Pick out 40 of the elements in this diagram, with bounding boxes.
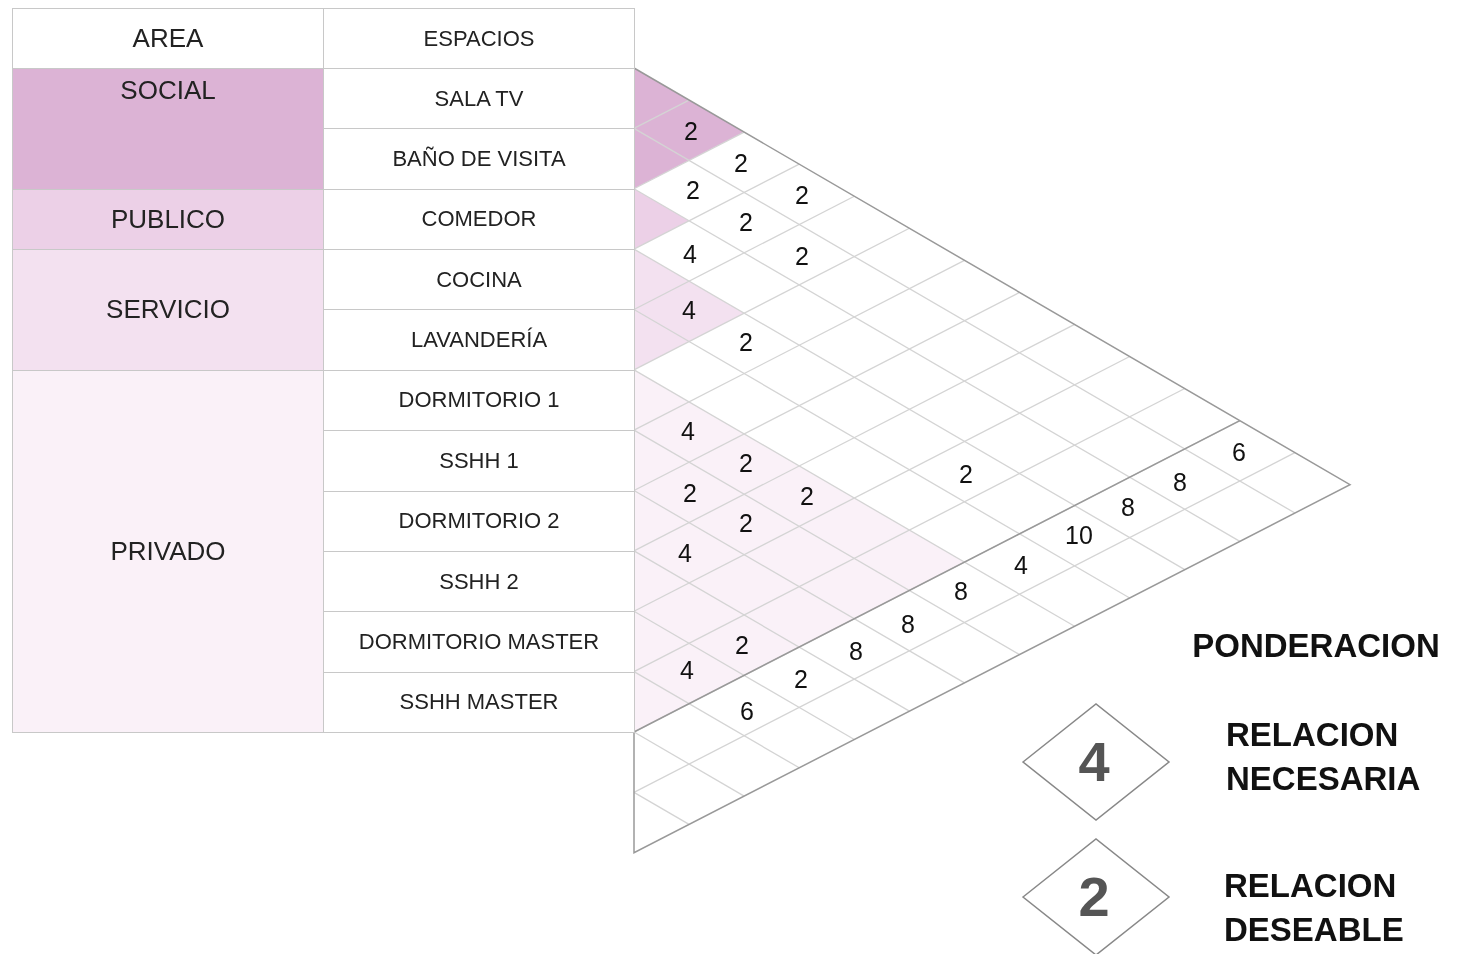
weight-value: 2 [794,666,808,692]
area-label: SOCIAL [12,68,324,190]
area-label: PUBLICO [12,188,324,251]
legend-text: RELACION DESEABLE [1224,866,1405,950]
space-label: SSHH MASTER [323,671,635,733]
legend-heading: PONDERACION [1192,628,1440,662]
weight-value: 2 [795,243,809,269]
weight-value: 2 [800,483,814,509]
weight-value: 2 [739,510,753,536]
weight-value: 2 [735,632,749,658]
weight-value: 4 [683,241,697,267]
column-header: AREA [12,8,324,69]
weight-value: 6 [740,698,754,724]
weight-value: 4 [1014,552,1028,578]
area-label: SERVICIO [12,249,324,371]
weight-value: 2 [686,177,700,203]
weight-value: 2 [734,150,748,176]
weight-value: 8 [849,638,863,664]
weight-value: 2 [739,450,753,476]
area-label: PRIVADO [12,369,324,733]
column-header: ESPACIOS [323,8,635,69]
weight-value: 2 [1078,869,1110,925]
weight-value: 6 [1232,439,1246,465]
weight-value: 8 [954,578,968,604]
legend-text: RELACION NECESARIA [1226,715,1422,799]
weight-value: 4 [1078,734,1110,790]
weight-value: 2 [684,118,698,144]
weight-value: 2 [795,182,809,208]
weight-value: 2 [739,329,753,355]
weight-value: 4 [680,657,694,683]
weight-value: 4 [682,297,696,323]
weight-value: 10 [1065,522,1093,548]
weight-value: 2 [739,209,753,235]
weight-value: 8 [1173,469,1187,495]
weight-value: 2 [959,461,973,487]
weight-value: 4 [681,418,695,444]
weight-value: 8 [1121,494,1135,520]
weight-value: 4 [678,540,692,566]
weight-value: 2 [683,480,697,506]
weight-value: 8 [901,611,915,637]
